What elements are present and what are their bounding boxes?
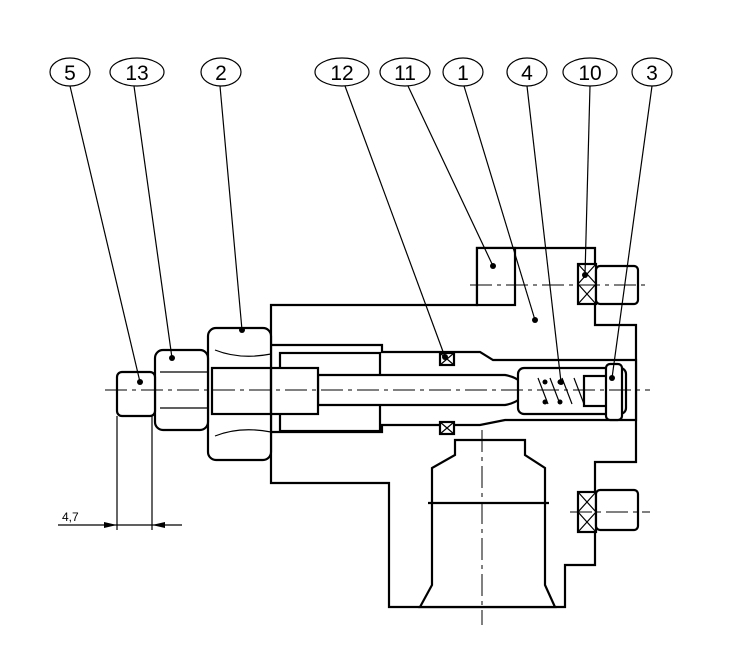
screw-bottom [576, 488, 640, 534]
svg-text:5: 5 [64, 62, 76, 85]
dimension-4-7: 4,7 [58, 416, 182, 530]
leader-lines [69, 85, 653, 383]
svg-text:4: 4 [521, 62, 533, 85]
bottom-port [418, 438, 557, 609]
svg-text:3: 3 [646, 62, 658, 85]
nut-2 [206, 326, 273, 462]
balloon-1: 1 [442, 57, 484, 87]
balloon-13: 13 [109, 57, 165, 87]
balloon-10: 10 [562, 57, 618, 87]
stud-5 [115, 370, 157, 418]
svg-text:2: 2 [215, 62, 227, 85]
insert-11 [475, 246, 517, 307]
poppet-spring [516, 362, 628, 422]
leader-dots [137, 263, 615, 385]
svg-text:10: 10 [578, 62, 601, 85]
svg-text:13: 13 [125, 62, 148, 85]
balloon-5: 5 [49, 57, 91, 87]
screw-top [576, 262, 640, 306]
balloon-12: 12 [314, 57, 370, 87]
svg-text:1: 1 [457, 62, 469, 85]
svg-text:11: 11 [394, 62, 416, 85]
svg-text:12: 12 [330, 62, 353, 85]
cap-3 [604, 362, 624, 422]
balloon-3: 3 [631, 57, 673, 87]
balloon-11: 11 [379, 57, 431, 87]
balloon-4: 4 [506, 57, 548, 87]
balloon-2: 2 [200, 57, 242, 87]
dimension-text: 4,7 [62, 510, 79, 524]
